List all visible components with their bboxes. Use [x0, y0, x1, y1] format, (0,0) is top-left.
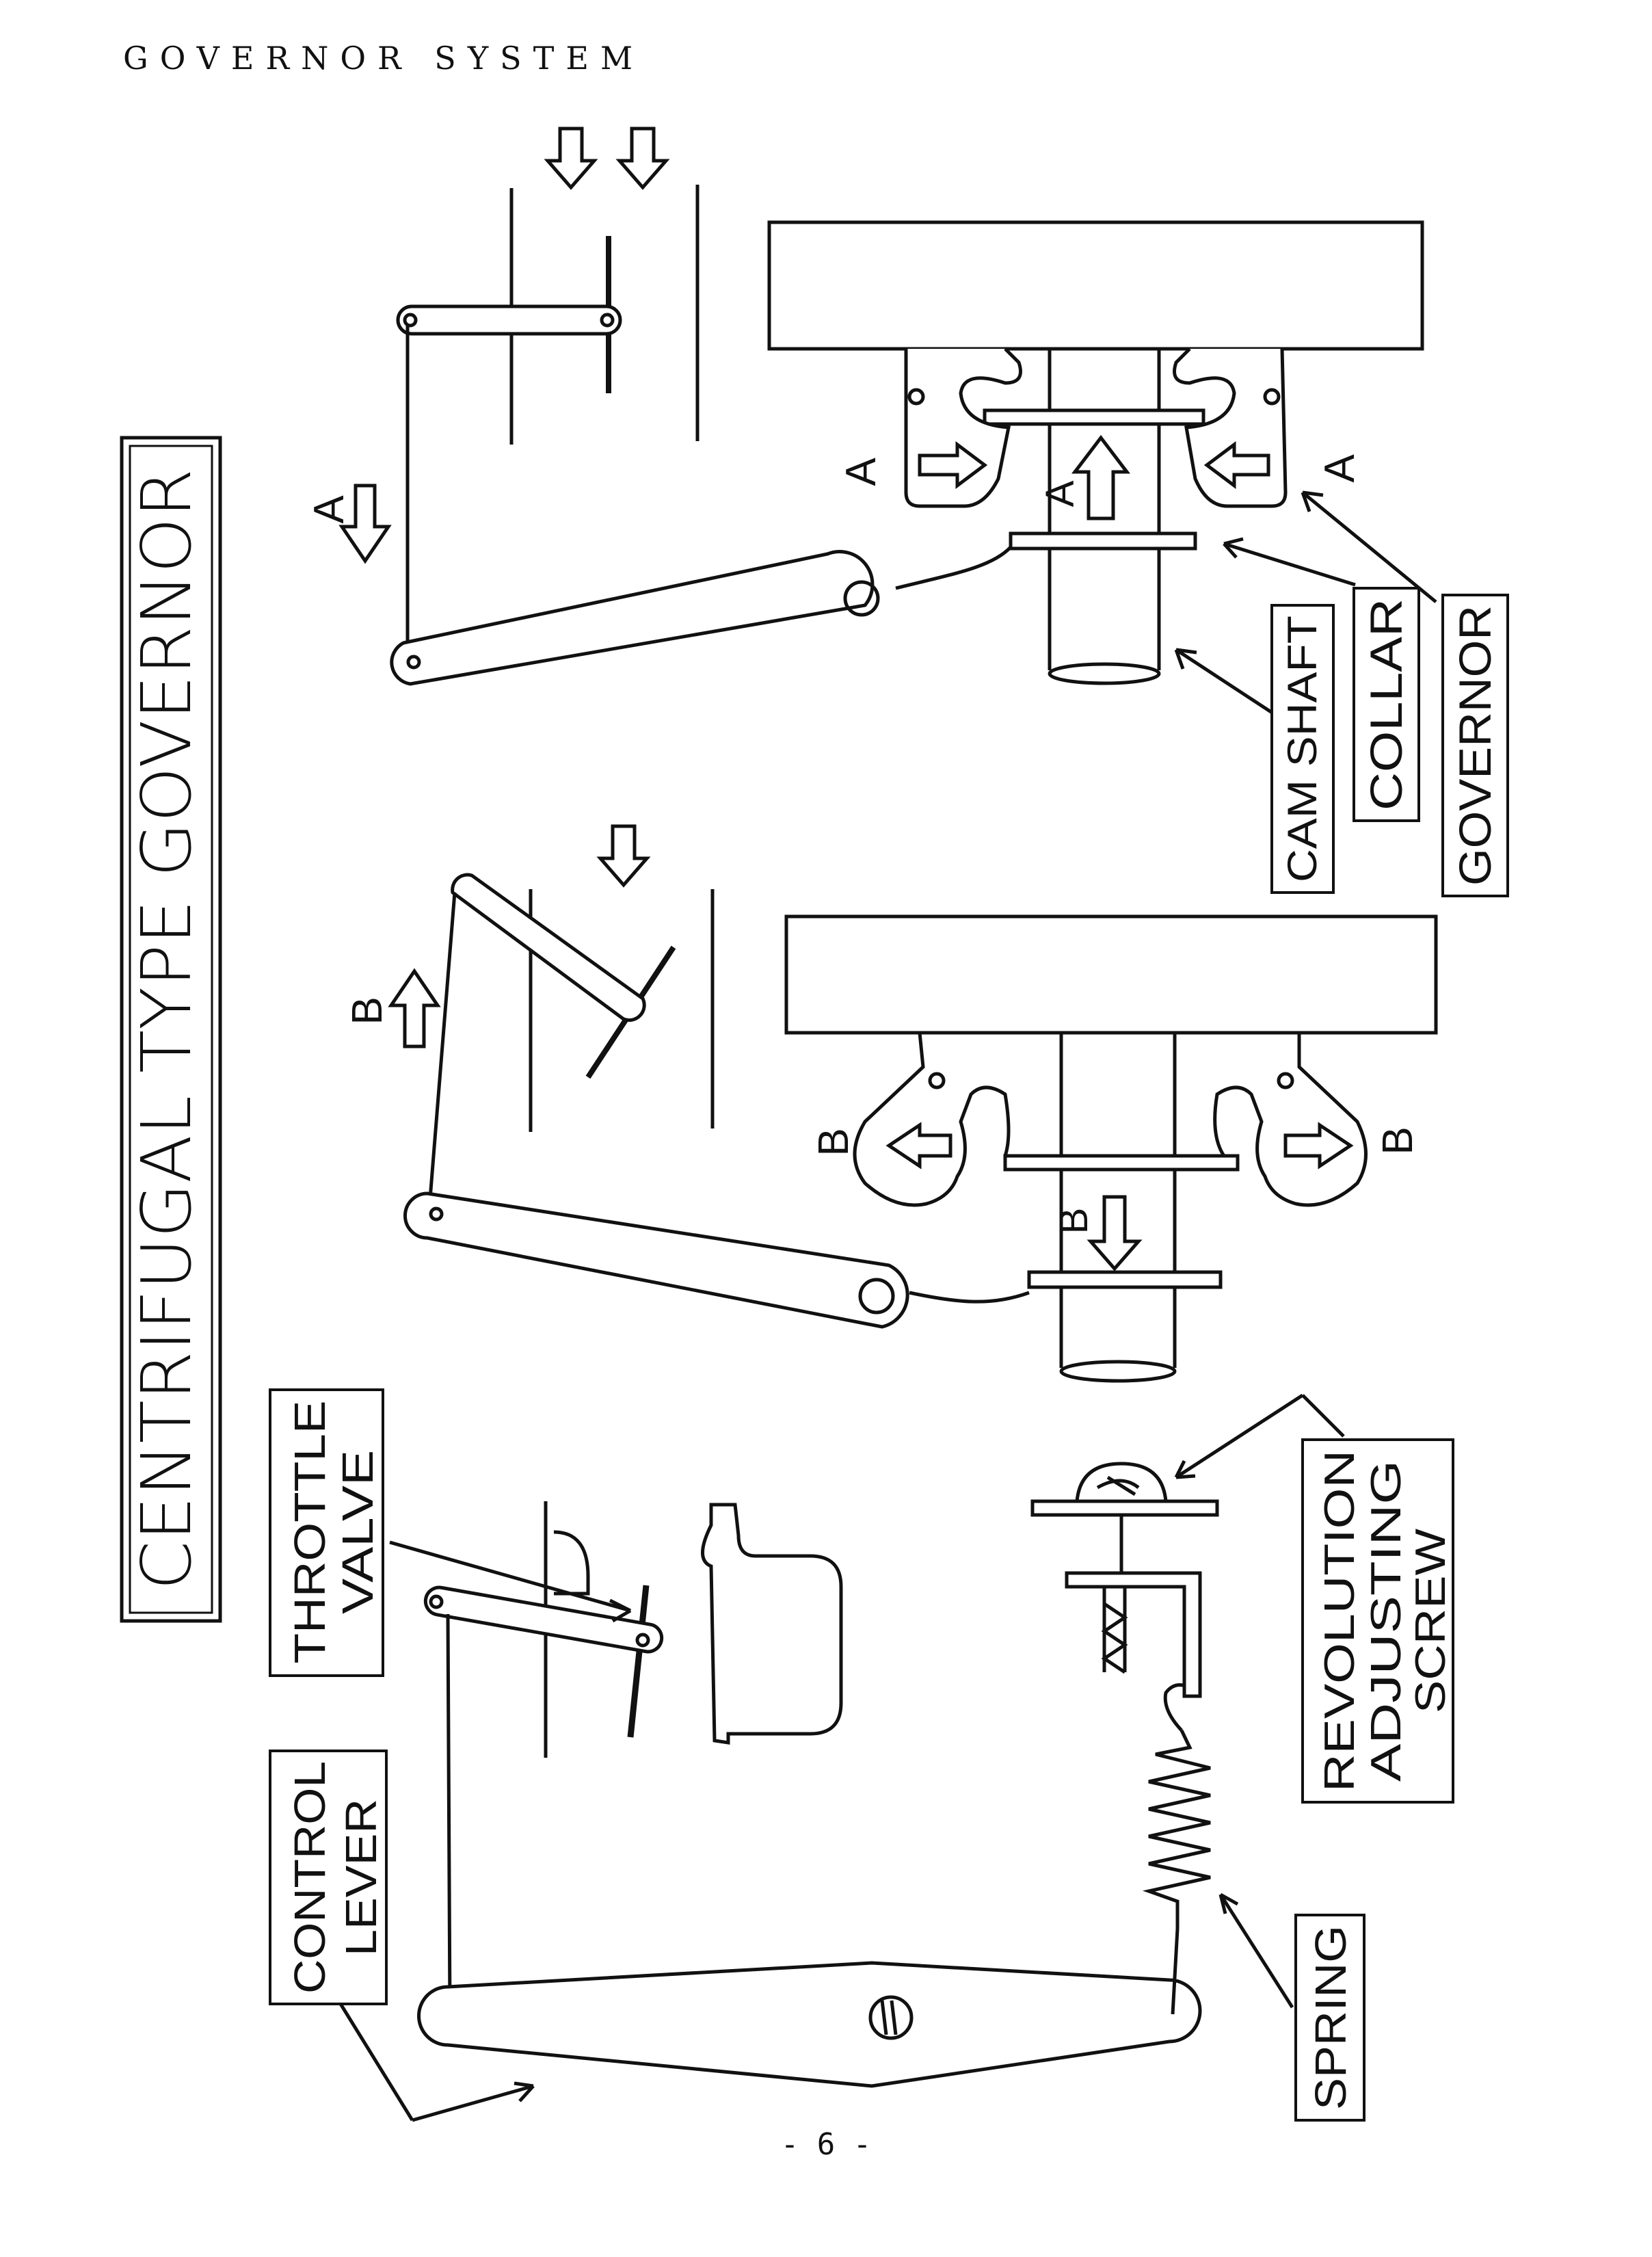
airflow-arrow-icon	[620, 129, 666, 187]
revolution-label-line2: ADJUSTING	[1363, 1460, 1410, 1782]
main-title: CENTRIFUGAL TYPE GOVERNOR	[122, 438, 220, 1621]
diagram-b	[391, 826, 1436, 1381]
page-number: - 6 -	[0, 2127, 1652, 2162]
label-throttle-valve: THROTTLE VALVE	[270, 1390, 383, 1676]
label-cam-shaft: CAM SHAFT	[1272, 605, 1333, 893]
cam-shaft-label: CAM SHAFT	[1279, 616, 1325, 882]
label-control-lever: CONTROL LEVER	[270, 1751, 386, 2004]
revolution-label-line3: SCREW	[1407, 1528, 1454, 1713]
control-lever-label-line2: LEVER	[336, 1799, 386, 1956]
throttle-valve-label-line2: VALVE	[333, 1450, 382, 1614]
governor-label: GOVERNOR	[1450, 605, 1500, 886]
marker-b-lever: B	[344, 996, 391, 1025]
spring-label: SPRING	[1306, 1925, 1355, 2110]
marker-b-right: B	[1374, 1126, 1422, 1154]
label-governor: GOVERNOR	[1443, 595, 1508, 896]
marker-a-left: A	[838, 458, 885, 486]
diagram-linkage	[338, 1395, 1344, 2120]
label-collar: COLLAR	[1354, 588, 1419, 821]
control-lever-label-line1: CONTROL	[285, 1761, 334, 1994]
airflow-arrow-icon	[600, 826, 647, 885]
marker-b-center: B	[1052, 1208, 1096, 1235]
airflow-arrow-icon	[548, 129, 594, 187]
marker-b-left: B	[810, 1128, 857, 1156]
label-spring: SPRING	[1296, 1915, 1364, 2120]
marker-a-lever: A	[306, 495, 353, 524]
marker-a-center: A	[1038, 480, 1082, 507]
collar-label: COLLAR	[1361, 598, 1411, 810]
marker-a-right: A	[1316, 454, 1363, 483]
revolution-label-line1: REVOLUTION	[1316, 1450, 1363, 1792]
throttle-valve-label-line1: THROTTLE	[285, 1401, 334, 1664]
main-title-text: CENTRIFUGAL TYPE GOVERNOR	[126, 468, 206, 1590]
label-revolution-adjusting-screw: REVOLUTION ADJUSTING SCREW	[1303, 1440, 1454, 1802]
